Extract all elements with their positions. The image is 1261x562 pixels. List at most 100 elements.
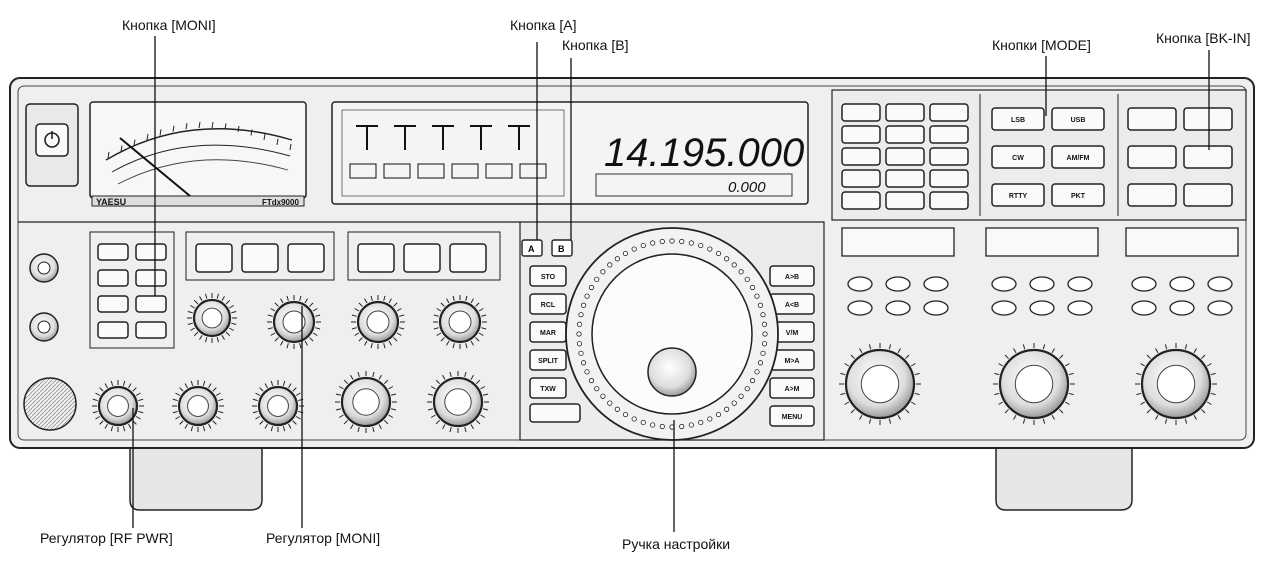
band-button[interactable]	[842, 126, 880, 143]
mode-button-pkt[interactable]: PKT	[1052, 184, 1104, 206]
svg-text:A: A	[528, 244, 535, 254]
vox-knob[interactable]	[187, 293, 237, 343]
band-button[interactable]	[842, 170, 880, 187]
round-button[interactable]	[924, 277, 948, 291]
filter-button[interactable]	[404, 244, 440, 272]
tuning-button-a-b[interactable]: A<B	[770, 294, 814, 314]
tuning-button-txw[interactable]: TXW	[530, 378, 566, 398]
tuning-button-menu[interactable]: MENU	[770, 406, 814, 426]
tuning-button-a-m[interactable]: A>M	[770, 378, 814, 398]
round-button[interactable]	[992, 277, 1016, 291]
round-button[interactable]	[1030, 301, 1054, 315]
moni-button[interactable]	[136, 296, 166, 312]
mode-button-rtty[interactable]: RTTY	[992, 184, 1044, 206]
round-button[interactable]	[992, 301, 1016, 315]
round-button[interactable]	[1208, 277, 1232, 291]
band-button[interactable]	[930, 192, 968, 209]
small-button[interactable]	[98, 322, 128, 338]
key-jack[interactable]	[30, 313, 58, 341]
vfo-b-button[interactable]: B	[552, 240, 572, 256]
sub-vfo-knob[interactable]	[993, 343, 1075, 425]
mode-button-pkt-label: PKT	[1071, 193, 1086, 200]
power-switch[interactable]	[26, 104, 78, 186]
mic-connector[interactable]	[24, 378, 76, 430]
small-button[interactable]	[136, 270, 166, 286]
filter-button[interactable]	[288, 244, 324, 272]
round-button[interactable]	[1170, 301, 1194, 315]
filter-button[interactable]	[358, 244, 394, 272]
main-tuning-knob[interactable]	[566, 228, 778, 440]
band-button[interactable]	[930, 170, 968, 187]
tuning-button-rcl-label: RCL	[541, 302, 556, 309]
vox-gain-knob[interactable]	[252, 380, 304, 432]
round-button[interactable]	[924, 301, 948, 315]
band-button[interactable]	[886, 192, 924, 209]
small-button[interactable]	[98, 270, 128, 286]
mode-button-usb[interactable]: USB	[1052, 108, 1104, 130]
rf-gain-knob[interactable]	[351, 295, 405, 349]
function-button[interactable]	[1128, 146, 1176, 168]
tuning-button-a-b[interactable]: A>B	[770, 266, 814, 286]
round-button[interactable]	[1132, 301, 1156, 315]
function-button[interactable]	[1128, 184, 1176, 206]
tuning-button-sto[interactable]: STO	[530, 266, 566, 286]
callout-mode-buttons: Кнопки [MODE]	[992, 37, 1091, 53]
band-button[interactable]	[886, 104, 924, 121]
vfo-a-button[interactable]: A	[522, 240, 542, 256]
band-button[interactable]	[930, 104, 968, 121]
band-button[interactable]	[886, 126, 924, 143]
s-meter: YAESU FTdx9000	[90, 102, 306, 207]
tuning-button-dual[interactable]	[530, 404, 580, 422]
callout-tuning-knob: Ручка настройки	[622, 536, 730, 552]
round-button[interactable]	[848, 277, 872, 291]
mode-button-cw[interactable]: CW	[992, 146, 1044, 168]
small-button[interactable]	[98, 296, 128, 312]
band-button[interactable]	[842, 148, 880, 165]
band-button[interactable]	[886, 148, 924, 165]
round-button[interactable]	[1068, 301, 1092, 315]
round-button[interactable]	[1030, 277, 1054, 291]
tuning-button-a-b-label: A<B	[785, 302, 799, 309]
tuning-button-a-b-label: A>B	[785, 274, 799, 281]
small-button[interactable]	[98, 244, 128, 260]
rf-pwr-knob[interactable]	[92, 380, 144, 432]
small-button[interactable]	[136, 322, 166, 338]
tuning-button-rcl[interactable]: RCL	[530, 294, 566, 314]
round-button[interactable]	[1068, 277, 1092, 291]
filter-button[interactable]	[242, 244, 278, 272]
sub-frequency-readout: 0.000	[728, 179, 766, 196]
round-button[interactable]	[886, 277, 910, 291]
function-button[interactable]	[1128, 108, 1176, 130]
pitch-knob[interactable]	[172, 380, 224, 432]
mode-button-lsb[interactable]: LSB	[992, 108, 1044, 130]
filter-button[interactable]	[450, 244, 486, 272]
band-button[interactable]	[886, 170, 924, 187]
phones-jack[interactable]	[30, 254, 58, 282]
round-button[interactable]	[1170, 277, 1194, 291]
band-button[interactable]	[930, 148, 968, 165]
filter-button[interactable]	[196, 244, 232, 272]
tuning-button-split[interactable]: SPLIT	[530, 350, 566, 370]
af-gain-knob[interactable]	[335, 371, 397, 433]
dsp-knob[interactable]	[1135, 343, 1217, 425]
tuning-button-mar[interactable]: MAR	[530, 322, 566, 342]
function-button[interactable]	[1184, 108, 1232, 130]
band-button[interactable]	[842, 192, 880, 209]
round-button[interactable]	[886, 301, 910, 315]
moni-knob[interactable]	[267, 295, 321, 349]
band-button[interactable]	[842, 104, 880, 121]
small-button[interactable]	[136, 244, 166, 260]
band-button[interactable]	[930, 126, 968, 143]
clar-knob[interactable]	[839, 343, 921, 425]
round-button[interactable]	[1208, 301, 1232, 315]
mode-button-am-fm[interactable]: AM/FM	[1052, 146, 1104, 168]
mode-button-cw-label: CW	[1012, 155, 1024, 162]
af-gain-sub-knob[interactable]	[427, 371, 489, 433]
bk-in-button[interactable]	[1184, 146, 1232, 168]
tuning-button-v/m-label: V/M	[786, 330, 799, 337]
function-button[interactable]	[1184, 184, 1232, 206]
callout-rf-pwr-knob: Регулятор [RF PWR]	[40, 530, 173, 546]
sql-knob[interactable]	[433, 295, 487, 349]
round-button[interactable]	[1132, 277, 1156, 291]
round-button[interactable]	[848, 301, 872, 315]
